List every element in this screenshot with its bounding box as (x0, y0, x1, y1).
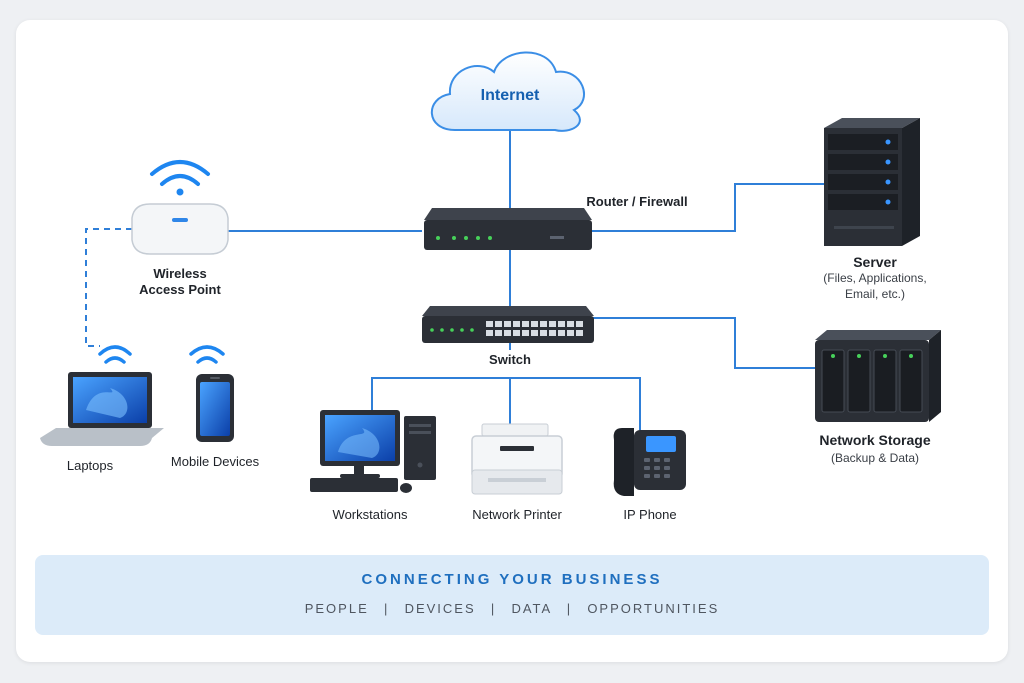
link-switch-drops (371, 377, 641, 430)
laptop-icon (40, 345, 164, 446)
router-icon (424, 208, 592, 250)
workstation-icon (310, 410, 436, 493)
banner-title: CONNECTING YOUR BUSINESS (361, 571, 663, 588)
internet-cloud (430, 51, 585, 132)
server-title: Server (853, 254, 897, 270)
wireless-ap-label-line1: Wireless (153, 266, 207, 281)
network-printer-label: Network Printer (472, 507, 562, 522)
wireless-access-point-icon (131, 160, 229, 255)
server-desc-line2: Email, etc.) (844, 287, 905, 301)
mobile-device-icon (189, 345, 234, 442)
mobile-devices-label: Mobile Devices (170, 454, 260, 469)
switch-icon (422, 306, 594, 343)
connection-lines (85, 130, 824, 430)
storage-desc: (Backup & Data) (830, 451, 920, 465)
network-storage-icon (815, 330, 941, 422)
laptops-label: Laptops (66, 458, 114, 473)
internet-label: Internet (480, 87, 540, 104)
wireless-ap-label-line2: Access Point (139, 282, 221, 297)
router-label: Router / Firewall (586, 194, 688, 209)
server-icon (824, 118, 920, 246)
link-switch-storage (592, 317, 815, 369)
tagline-banner: CONNECTING YOUR BUSINESS PEOPLE | DEVICE… (35, 555, 989, 635)
switch-label: Switch (489, 352, 531, 367)
workstations-label: Workstations (332, 507, 408, 522)
banner-subtitle: PEOPLE | DEVICES | DATA | OPPORTUNITIES (304, 601, 720, 616)
link-router-server (592, 183, 824, 232)
link-ap-laptops (85, 228, 132, 347)
ip-phone-label: IP Phone (623, 507, 677, 522)
network-printer-icon (471, 423, 563, 495)
ip-phone-icon (613, 428, 686, 496)
storage-title: Network Storage (819, 432, 931, 448)
server-desc-line1: (Files, Applications, (823, 271, 927, 285)
